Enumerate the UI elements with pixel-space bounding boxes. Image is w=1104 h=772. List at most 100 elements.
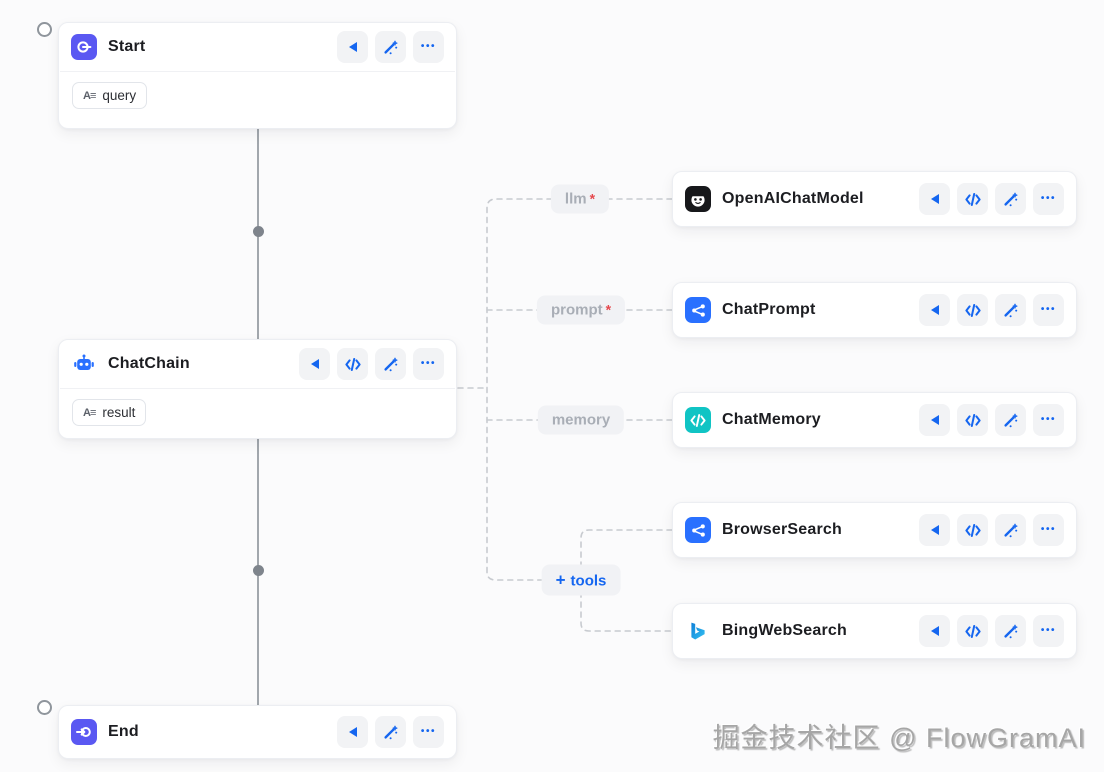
collapse-button[interactable] — [919, 183, 950, 215]
collapse-button[interactable] — [919, 615, 950, 647]
code-icon — [964, 413, 981, 427]
code-button[interactable] — [957, 404, 988, 436]
code-icon — [964, 303, 981, 317]
triangle-left-icon — [348, 42, 357, 52]
more-button[interactable]: ••• — [1033, 404, 1064, 436]
required-asterisk: * — [589, 190, 596, 207]
node-chatchain[interactable]: ChatChain ••• A≡ result — [58, 339, 457, 439]
more-button[interactable]: ••• — [413, 716, 444, 748]
edge-midpoint-dot[interactable] — [252, 565, 264, 576]
node-chatmemory[interactable]: ChatMemory ••• — [672, 392, 1077, 448]
magic-wand-button[interactable] — [995, 183, 1026, 215]
magic-wand-button[interactable] — [375, 716, 406, 748]
node-end[interactable]: End ••• — [58, 705, 457, 759]
code-button[interactable] — [337, 348, 368, 380]
more-button[interactable]: ••• — [1033, 294, 1064, 326]
end-icon — [71, 719, 97, 745]
magic-wand-icon — [384, 725, 398, 739]
collapse-button[interactable] — [299, 348, 330, 380]
required-asterisk: * — [605, 301, 612, 318]
share-nodes-icon — [685, 517, 711, 543]
more-button[interactable]: ••• — [413, 31, 444, 63]
code-button[interactable] — [957, 514, 988, 546]
triangle-left-icon — [348, 727, 357, 737]
node-header: ChatMemory ••• — [673, 393, 1076, 447]
node-browsersearch[interactable]: BrowserSearch ••• — [672, 502, 1077, 558]
ellipsis-icon: ••• — [420, 726, 437, 737]
code-button[interactable] — [957, 183, 988, 215]
magic-wand-button[interactable] — [375, 348, 406, 380]
robot-icon — [71, 351, 97, 377]
node-title: Start — [108, 38, 146, 55]
collapse-button[interactable] — [919, 294, 950, 326]
output-tag-result[interactable]: A≡ result — [72, 399, 147, 426]
node-divider — [60, 388, 455, 389]
node-header: BrowserSearch ••• — [673, 503, 1076, 557]
node-title: ChatMemory — [722, 411, 821, 428]
node-openaichatmodel[interactable]: OpenAIChatModel ••• — [672, 171, 1077, 227]
edge-midpoint-dot[interactable] — [252, 226, 264, 237]
code-button[interactable] — [957, 294, 988, 326]
edge-label-text: prompt — [550, 301, 603, 319]
collapse-button[interactable] — [337, 716, 368, 748]
node-header: End ••• — [59, 706, 456, 758]
more-button[interactable]: ••• — [1033, 514, 1064, 546]
collapse-button[interactable] — [337, 31, 368, 63]
magic-wand-icon — [1004, 303, 1018, 317]
magic-wand-icon — [1004, 413, 1018, 427]
node-title: OpenAIChatModel — [722, 190, 864, 207]
watermark: 掘金技术社区 @ FlowGramAI — [712, 723, 1086, 753]
ellipsis-icon: ••• — [1040, 414, 1057, 425]
share-nodes-icon — [685, 297, 711, 323]
collapse-button[interactable] — [919, 404, 950, 436]
triangle-left-icon — [930, 626, 939, 636]
edge-label-memory: memory — [537, 405, 625, 435]
more-button[interactable]: ••• — [1033, 183, 1064, 215]
output-tag-query[interactable]: A≡ query — [72, 82, 148, 109]
more-button[interactable]: ••• — [1033, 615, 1064, 647]
node-bingwebsearch[interactable]: BingWebSearch ••• — [672, 603, 1077, 659]
edge-label-text: memory — [551, 411, 611, 429]
string-type-icon: A≡ — [83, 89, 96, 102]
magic-wand-button[interactable] — [995, 615, 1026, 647]
triangle-left-icon — [930, 415, 939, 425]
magic-wand-icon — [1004, 624, 1018, 638]
node-header: Start ••• — [59, 23, 456, 71]
node-divider — [60, 71, 455, 72]
ellipsis-icon: ••• — [1040, 625, 1057, 636]
magic-wand-button[interactable] — [995, 514, 1026, 546]
node-start[interactable]: Start ••• A≡ query — [58, 22, 457, 129]
edge-label-text: tools — [570, 572, 607, 590]
ellipsis-icon: ••• — [420, 41, 437, 52]
start-port[interactable] — [37, 22, 52, 37]
triangle-left-icon — [930, 194, 939, 204]
edge-label-text: llm — [564, 190, 587, 208]
end-port[interactable] — [37, 700, 52, 715]
string-type-icon: A≡ — [83, 406, 96, 419]
magic-wand-icon — [384, 357, 398, 371]
ellipsis-icon: ••• — [1040, 304, 1057, 315]
magic-wand-button[interactable] — [995, 404, 1026, 436]
add-tools-button[interactable]: +tools — [541, 564, 621, 596]
code-icon — [344, 357, 361, 371]
code-memory-icon — [685, 407, 711, 433]
magic-wand-button[interactable] — [995, 294, 1026, 326]
ellipsis-icon: ••• — [420, 358, 437, 369]
code-button[interactable] — [957, 615, 988, 647]
bing-icon — [685, 618, 711, 644]
triangle-left-icon — [310, 359, 319, 369]
magic-wand-icon — [1004, 192, 1018, 206]
code-icon — [964, 192, 981, 206]
collapse-button[interactable] — [919, 514, 950, 546]
more-button[interactable]: ••• — [413, 348, 444, 380]
node-header: ChatChain ••• — [59, 340, 456, 388]
ellipsis-icon: ••• — [1040, 524, 1057, 535]
start-icon — [71, 34, 97, 60]
tag-label: query — [102, 88, 137, 103]
node-header: BingWebSearch ••• — [673, 604, 1076, 658]
edge-label-prompt: prompt* — [536, 295, 626, 325]
magic-wand-button[interactable] — [375, 31, 406, 63]
openai-icon — [685, 186, 711, 212]
node-chatprompt[interactable]: ChatPrompt ••• — [672, 282, 1077, 338]
